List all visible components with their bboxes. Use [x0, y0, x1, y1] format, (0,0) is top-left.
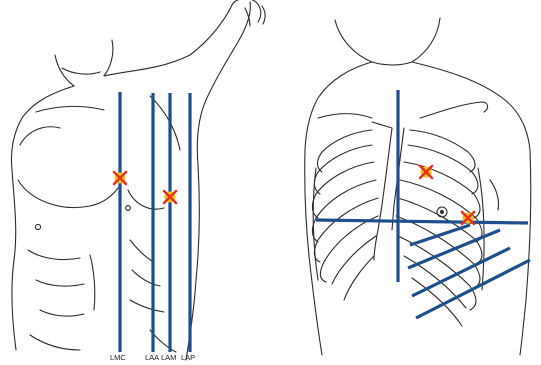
marker-upper-rib	[420, 166, 432, 178]
label-laa: LAA	[145, 353, 159, 362]
rib-line-3	[412, 248, 510, 296]
left-vertical-lines	[120, 92, 190, 352]
right-shoulder-left	[305, 62, 372, 150]
raised-arm-outline	[104, 5, 232, 76]
right-neck-outline	[335, 20, 412, 65]
sternum	[372, 122, 392, 260]
right-guide-lines	[316, 90, 530, 318]
rib-line-4	[416, 260, 530, 318]
clavicle-right	[420, 102, 488, 118]
marker-lmc	[114, 172, 126, 184]
label-lmc: LMC	[110, 353, 126, 362]
horizontal-guide-line	[316, 220, 528, 223]
label-lap: LAP	[181, 353, 195, 362]
clavicle-left	[318, 114, 372, 119]
right-nipple	[126, 206, 131, 211]
pectoral-outline	[18, 180, 118, 208]
rib-line-1	[410, 225, 470, 245]
marker-lam	[164, 191, 176, 203]
right-shoulder-right	[412, 62, 530, 150]
left-nipple	[35, 224, 40, 229]
left-shoulder-outline	[11, 86, 74, 350]
left-jaw-outline	[104, 40, 113, 76]
label-lam: LAM	[161, 353, 176, 362]
left-torso-figure	[11, 0, 265, 360]
right-ribcage-figure	[305, 18, 531, 355]
clavicle-outline	[36, 106, 104, 112]
left-neck-outline	[55, 55, 74, 86]
marker-lower-rib	[462, 212, 474, 224]
